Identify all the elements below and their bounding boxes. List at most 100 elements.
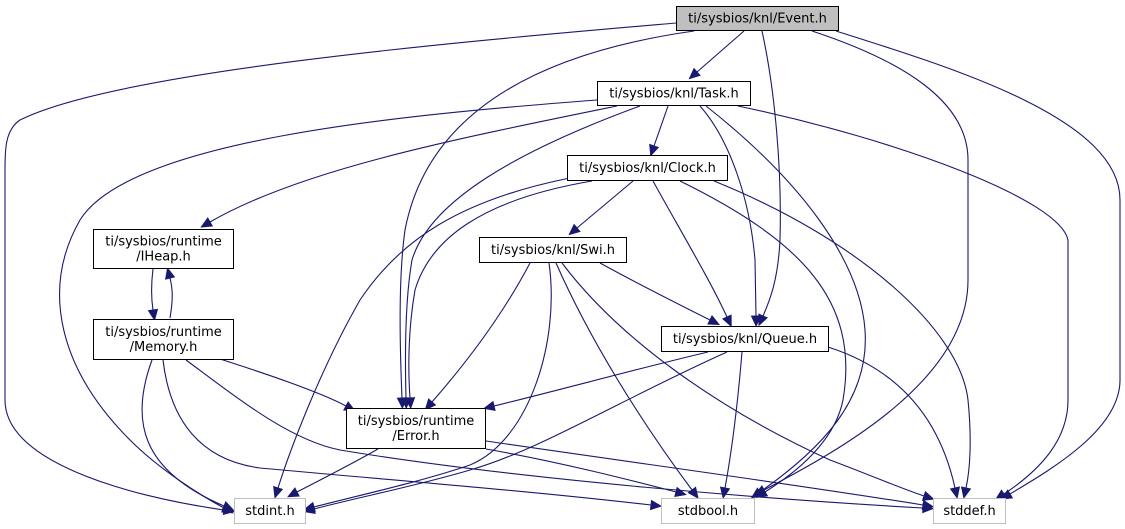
edge-line: [485, 440, 924, 506]
node-label: /Memory.h: [130, 340, 198, 355]
arrowhead-icon: [147, 308, 159, 322]
node-label: ti/sysbios/knl/Queue.h: [673, 332, 817, 347]
node-memory[interactable]: ti/sysbios/runtime/Memory.h: [93, 319, 234, 360]
arrowhead-icon: [483, 400, 496, 412]
node-iheap[interactable]: ti/sysbios/runtime/IHeap.h: [93, 229, 234, 269]
edge-line: [209, 105, 618, 223]
edge-line: [313, 351, 728, 510]
node-label: ti/sysbios/knl/Clock.h: [579, 161, 716, 176]
edge-line: [679, 180, 847, 493]
arrowhead-icon: [688, 67, 701, 80]
edge-clock-to-stddef: [713, 180, 972, 499]
edge-line: [431, 262, 531, 403]
node-box[interactable]: [567, 155, 728, 181]
node-event[interactable]: ti/sysbios/knl/Event.h: [676, 6, 839, 31]
node-box[interactable]: [93, 229, 234, 269]
edge-memory-to-error: [219, 358, 356, 412]
edge-task-to-stddef: [737, 105, 1069, 501]
edge-line: [296, 448, 379, 493]
edge-line: [169, 277, 173, 319]
edge-queue-to-stdint: [303, 351, 728, 514]
node-error[interactable]: ti/sysbios/runtime/Error.h: [346, 408, 486, 449]
edge-clock-to-stdint: [273, 177, 571, 499]
node-task[interactable]: ti/sysbios/knl/Task.h: [597, 81, 751, 106]
edge-line: [561, 262, 925, 497]
node-label: ti/sysbios/knl/Task.h: [609, 87, 739, 102]
edge-line: [652, 180, 728, 318]
edge-queue-to-stdbool: [719, 351, 743, 500]
edge-line: [705, 105, 866, 493]
edge-error-to-stdbool: [485, 448, 687, 497]
arrowhead-icon: [568, 223, 581, 236]
node-label: /Error.h: [392, 429, 439, 444]
node-stdint[interactable]: stdint.h: [234, 498, 306, 524]
edge-queue-to-error: [483, 351, 709, 412]
arrowhead-icon: [674, 486, 687, 497]
edge-line: [599, 262, 711, 321]
edge-event-to-task: [688, 30, 745, 80]
node-label: ti/sysbios/runtime: [105, 235, 222, 250]
node-stdbool[interactable]: stdbool.h: [661, 498, 755, 524]
node-box[interactable]: [479, 237, 627, 263]
arrowhead-icon: [921, 499, 935, 511]
arrowhead-icon: [165, 267, 176, 280]
node-box[interactable]: [661, 498, 755, 524]
edge-line: [141, 359, 225, 507]
edge-task-to-iheap: [200, 105, 618, 228]
node-box[interactable]: [661, 326, 829, 352]
node-label: ti/sysbios/knl/Event.h: [688, 12, 827, 27]
node-stddef[interactable]: stddef.h: [933, 498, 1006, 524]
arrowhead-icon: [949, 486, 961, 499]
edge-error-to-stddef: [485, 440, 935, 511]
node-clock[interactable]: ti/sysbios/knl/Clock.h: [567, 155, 728, 181]
edge-line: [408, 180, 593, 399]
arrowhead-icon: [755, 487, 769, 498]
edge-task-to-queue: [699, 105, 762, 328]
edge-clock-to-error: [404, 180, 593, 410]
arrowhead-icon: [303, 503, 316, 514]
edge-line: [576, 180, 634, 229]
arrowhead-icon: [649, 499, 663, 511]
arrowhead-icon: [921, 490, 935, 501]
edge-error-to-stdint: [287, 448, 379, 498]
edge-line: [404, 105, 641, 399]
edge-line: [827, 346, 956, 489]
edge-line: [4, 22, 677, 511]
node-swi[interactable]: ti/sysbios/knl/Swi.h: [479, 237, 627, 263]
node-box[interactable]: [234, 498, 306, 524]
node-box[interactable]: [933, 498, 1006, 524]
edge-event-to-stddef: [835, 30, 1121, 500]
node-box[interactable]: [93, 319, 234, 360]
node-box[interactable]: [346, 408, 486, 449]
edge-memory-to-stdint: [141, 359, 235, 511]
arrowhead-icon: [649, 143, 660, 157]
edge-line: [399, 30, 695, 399]
edge-line: [277, 177, 571, 489]
edge-line: [59, 99, 598, 509]
edge-memory-to-iheap: [165, 267, 176, 319]
edge-line: [185, 359, 924, 509]
edge-swi-to-error: [424, 262, 531, 411]
edge-swi-to-stdbool: [555, 262, 699, 500]
node-label: stdint.h: [245, 504, 294, 519]
arrowhead-icon: [287, 487, 300, 498]
arrowhead-icon: [707, 315, 721, 326]
node-label: stdbool.h: [678, 504, 738, 519]
node-label: /IHeap.h: [136, 250, 191, 265]
edge-task-to-stdint: [59, 99, 598, 514]
node-box[interactable]: [597, 81, 751, 106]
edges-layer: [4, 22, 1121, 516]
edge-clock-to-swi: [568, 180, 634, 236]
node-box[interactable]: [676, 6, 839, 31]
edge-line: [835, 30, 1121, 495]
arrowhead-icon: [750, 315, 762, 328]
arrowhead-icon: [719, 486, 731, 500]
edge-event-to-queue: [758, 30, 781, 327]
node-label: ti/sysbios/runtime: [358, 414, 475, 429]
node-queue[interactable]: ti/sysbios/knl/Queue.h: [661, 326, 829, 352]
edge-line: [737, 105, 1069, 495]
arrowhead-icon: [273, 485, 284, 499]
edge-line: [313, 262, 552, 508]
arrowhead-icon: [687, 486, 699, 500]
